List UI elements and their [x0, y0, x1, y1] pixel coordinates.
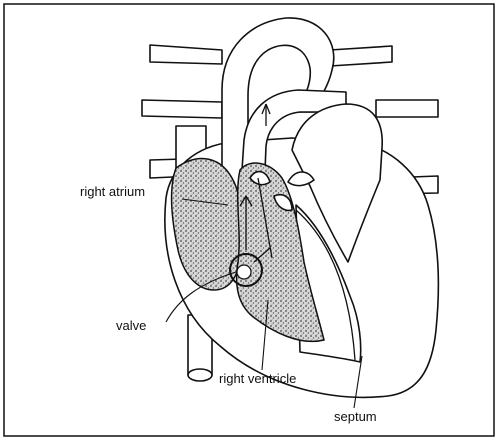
- label-right-atrium: right atrium: [80, 184, 145, 199]
- label-right-ventricle: right ventricle: [219, 371, 296, 386]
- label-valve: valve: [116, 318, 146, 333]
- label-septum: septum: [334, 409, 377, 424]
